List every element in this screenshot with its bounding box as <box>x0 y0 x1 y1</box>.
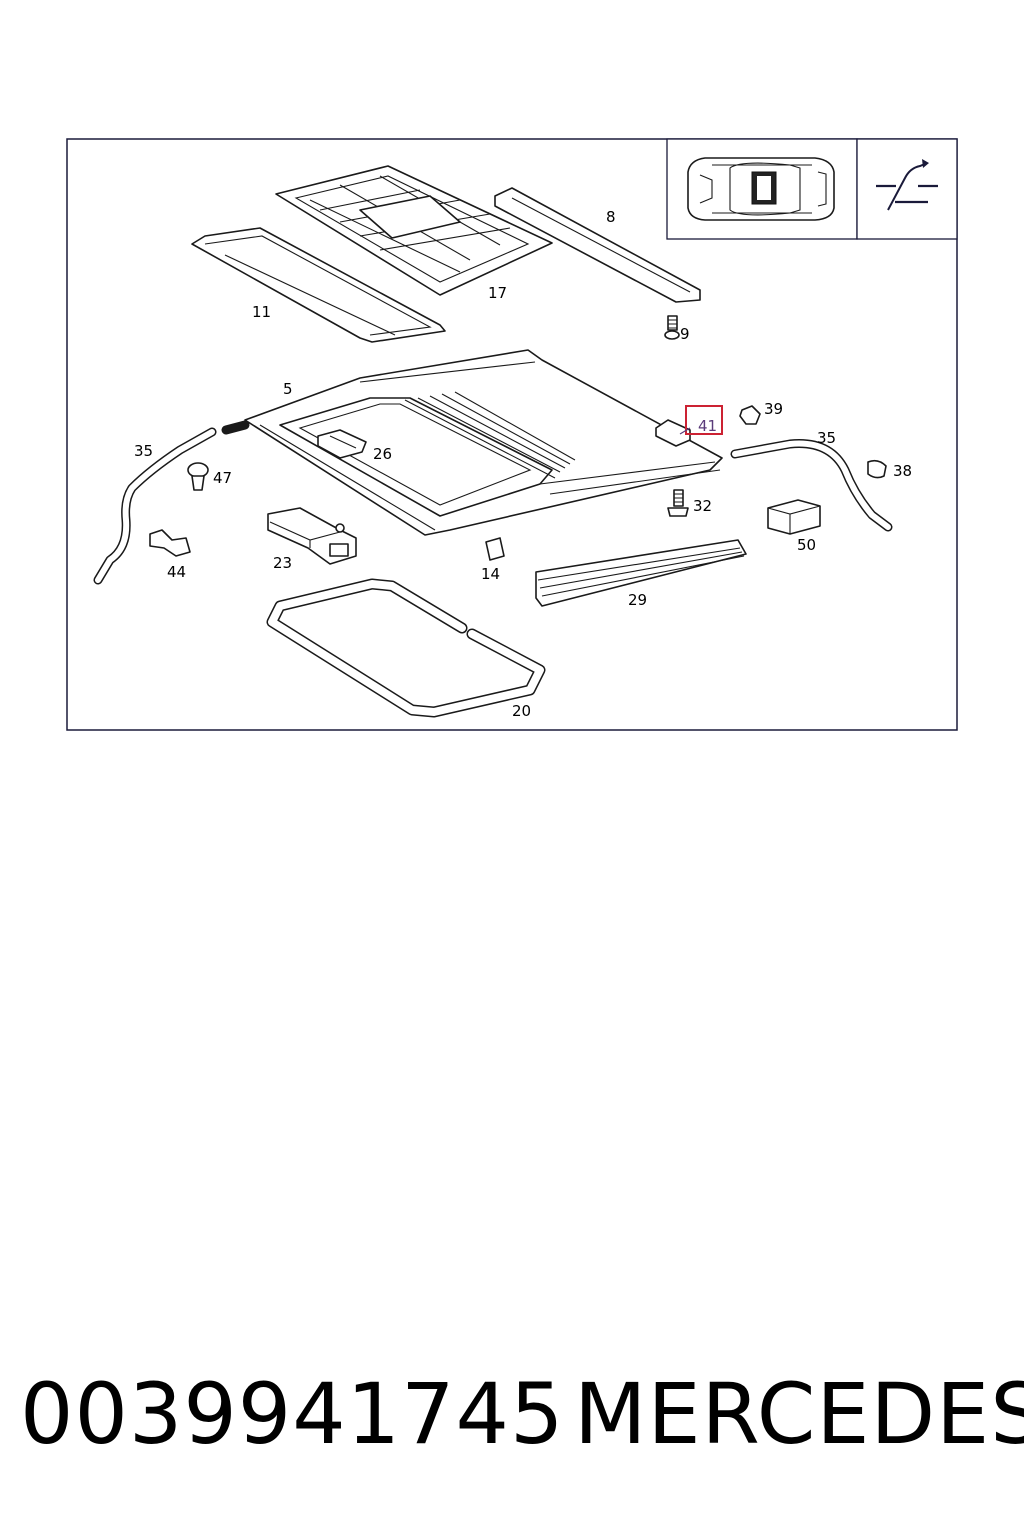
part-17-roof-frame <box>275 165 553 296</box>
parts-diagram: 8 17 11 9 5 35 26 47 41 39 35 38 32 50 4… <box>66 138 958 731</box>
callout-23: 23 <box>273 554 292 572</box>
part-32-bolt <box>667 489 689 517</box>
callout-5: 5 <box>283 380 293 398</box>
callout-14: 14 <box>481 565 500 583</box>
direction-symbol-icon <box>876 159 938 211</box>
part-47-grommet <box>187 462 209 491</box>
diagram-frame <box>66 138 958 731</box>
callout-39: 39 <box>764 400 783 418</box>
callout-32: 32 <box>693 497 712 515</box>
inset-car-view <box>666 138 958 240</box>
callout-26: 26 <box>373 445 392 463</box>
footer-caption: 0039941745 MERCEDES <box>0 1365 1024 1475</box>
callout-35-left: 35 <box>134 442 153 460</box>
callout-35-right: 35 <box>817 429 836 447</box>
part-14-clip <box>485 537 505 561</box>
part-38-clamp <box>867 459 887 479</box>
part-5-sunroof-frame <box>221 349 723 536</box>
part-29-guide-rail <box>535 539 747 607</box>
callout-20: 20 <box>512 702 531 720</box>
part-50-block <box>767 499 821 535</box>
callout-38: 38 <box>893 462 912 480</box>
part-26-module <box>317 429 367 459</box>
callout-17: 17 <box>488 284 507 302</box>
callout-44: 44 <box>167 563 186 581</box>
callout-29: 29 <box>628 591 647 609</box>
callout-labels: 8 17 11 9 5 35 26 47 41 39 35 38 32 50 4… <box>134 208 912 720</box>
callout-9: 9 <box>680 325 690 343</box>
callout-47: 47 <box>213 469 232 487</box>
part-44-bracket <box>149 529 191 557</box>
part-number: 0039941745 <box>20 1365 565 1463</box>
part-11-wind-deflector <box>191 227 446 343</box>
part-41-highlight-box <box>685 405 723 435</box>
part-8-side-rail <box>494 187 701 303</box>
part-41-clip <box>655 405 723 447</box>
part-35-drain-hose-right <box>730 439 893 532</box>
part-39-clip <box>739 405 761 425</box>
callout-50: 50 <box>797 536 816 554</box>
callout-11: 11 <box>252 303 271 321</box>
part-20-seal <box>266 578 546 718</box>
callout-41: 41 <box>698 417 717 435</box>
part-23-motor <box>267 507 357 565</box>
part-9-screw <box>664 315 680 340</box>
callout-8: 8 <box>606 208 616 226</box>
car-top-icon <box>687 157 835 221</box>
brand-name: MERCEDES <box>574 1365 1024 1463</box>
part-35-drain-hose-left <box>93 427 217 585</box>
